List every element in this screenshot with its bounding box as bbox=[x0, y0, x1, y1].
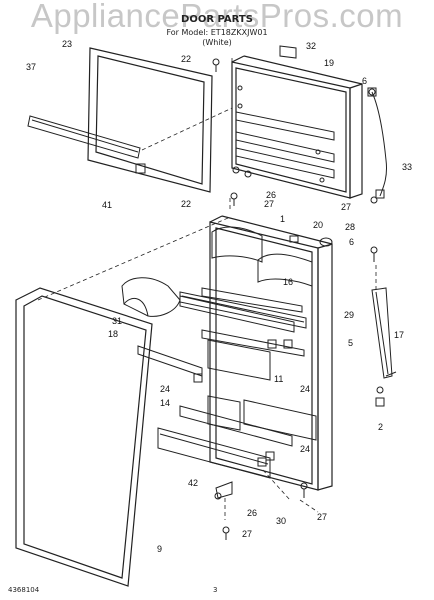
freezer-hinge bbox=[367, 87, 387, 199]
callout-33: 33 bbox=[402, 162, 412, 172]
callout-27: 27 bbox=[264, 199, 274, 209]
callout-26: 26 bbox=[266, 190, 276, 200]
callout-28: 28 bbox=[345, 222, 355, 232]
door-hinge-bracket bbox=[215, 481, 233, 499]
freezer-gasket bbox=[87, 47, 213, 193]
door-shelf-bar-lower bbox=[179, 295, 295, 333]
callout-18: 18 bbox=[108, 329, 118, 339]
callout-22: 22 bbox=[181, 54, 191, 64]
footer-code: 4368104 bbox=[8, 586, 40, 594]
leader-line bbox=[37, 217, 229, 301]
freezer-door-shelves bbox=[235, 85, 335, 183]
callout-22b: 22 bbox=[181, 199, 191, 209]
leader-line bbox=[141, 107, 233, 151]
callout-17: 17 bbox=[394, 330, 404, 340]
callout-27c: 27 bbox=[317, 512, 327, 522]
callout-labels: 23 22 32 37 19 6 26 33 41 22 27 27 1 20 … bbox=[26, 39, 412, 554]
callout-9: 9 bbox=[157, 544, 162, 554]
freezer-door bbox=[231, 55, 363, 199]
footer-page: 3 bbox=[213, 586, 218, 594]
door-bar-42 bbox=[157, 427, 271, 479]
fresh-food-door-details bbox=[201, 226, 317, 441]
callout-1: 1 bbox=[280, 214, 285, 224]
diagram-title: DOOR PARTS bbox=[181, 14, 253, 25]
callout-19: 19 bbox=[324, 58, 334, 68]
callout-31: 31 bbox=[112, 316, 122, 326]
callout-23: 23 bbox=[62, 39, 72, 49]
callout-30: 30 bbox=[276, 516, 286, 526]
fresh-food-door bbox=[209, 215, 333, 491]
trim-clip bbox=[135, 163, 146, 174]
callout-27d: 27 bbox=[242, 529, 252, 539]
fresh-food-hinge bbox=[371, 287, 397, 407]
door-stop bbox=[289, 235, 299, 243]
fresh-food-gasket bbox=[15, 287, 153, 587]
color-line: (White) bbox=[202, 38, 232, 47]
door-bar-14 bbox=[179, 405, 293, 447]
dairy-bin bbox=[121, 277, 181, 317]
callout-20: 20 bbox=[313, 220, 323, 230]
callout-2: 2 bbox=[378, 422, 383, 432]
callout-11: 11 bbox=[274, 374, 283, 384]
callout-24: 24 bbox=[160, 384, 170, 394]
callout-26b: 26 bbox=[247, 508, 257, 518]
freezer-trim-strip bbox=[27, 115, 141, 159]
callout-41: 41 bbox=[102, 200, 112, 210]
door-plug bbox=[279, 45, 297, 59]
model-line: For Model: ET18ZKXJW01 bbox=[166, 28, 268, 37]
watermark: AppliancePartsPros.com bbox=[30, 0, 404, 34]
callout-16: 16 bbox=[283, 277, 293, 287]
door-cap bbox=[319, 237, 333, 247]
callout-6: 6 bbox=[362, 76, 367, 86]
shelf-clips bbox=[193, 339, 293, 467]
callout-37: 37 bbox=[26, 62, 36, 72]
callout-5: 5 bbox=[348, 338, 353, 348]
callout-14: 14 bbox=[160, 398, 170, 408]
screw-set bbox=[212, 58, 378, 540]
callout-42: 42 bbox=[188, 478, 198, 488]
callout-24b: 24 bbox=[300, 384, 310, 394]
callout-24c: 24 bbox=[300, 444, 310, 454]
callout-29: 29 bbox=[344, 310, 354, 320]
callout-27b: 27 bbox=[341, 202, 351, 212]
callout-6b: 6 bbox=[349, 237, 354, 247]
leader-line bbox=[299, 499, 319, 513]
callout-32: 32 bbox=[306, 41, 316, 51]
